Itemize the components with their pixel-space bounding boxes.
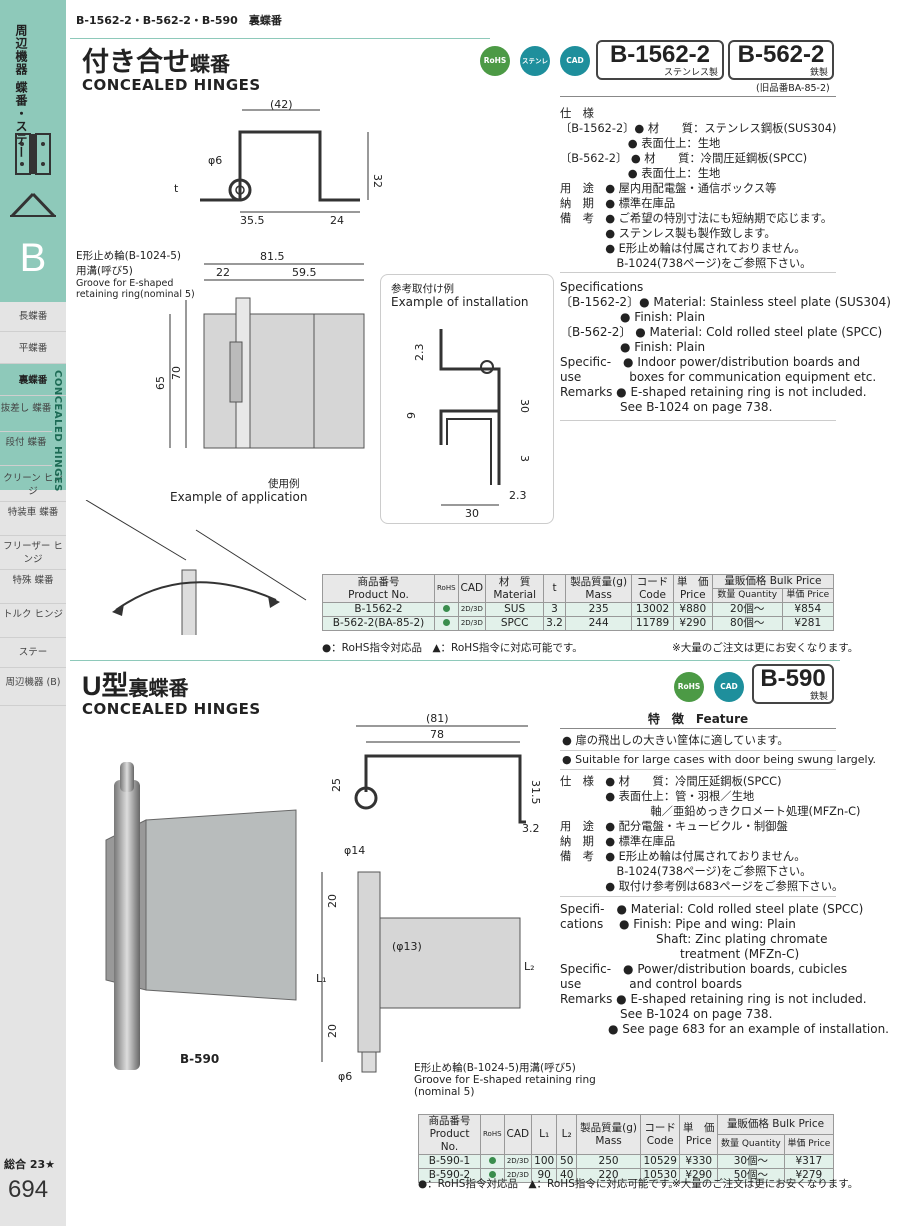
feature-en: ● Suitable for large cases with door bei… [562,753,877,766]
sidebar-category: 周辺機器 蝶番・ステー [14,24,28,160]
svg-text:3.2: 3.2 [522,822,540,834]
sidebar-active-highlight [0,364,66,490]
feature-jp: ● 扉の飛出しの大きい筐体に適しています。 [562,734,789,747]
sidebar-vertical-label: CONCEALED HINGES [52,370,63,492]
sidebar-item[interactable]: トルク ヒンジ [0,608,66,638]
svg-text:32: 32 [371,174,384,188]
section2-title: U型裏蝶番 [82,671,189,701]
spec-jp-2: 仕 様 ● 材 質：冷間圧延鋼板(SPCC) ● 表面仕上：管・羽根／生地 軸／… [560,775,861,893]
svg-text:35.5: 35.5 [240,214,265,225]
old-code: (旧品番BA-85-2) [756,83,830,94]
table-note-right-2: ※大量のご注文は更にお安くなります。 [672,1178,859,1190]
svg-text:24: 24 [330,214,344,225]
svg-text:3: 3 [518,455,531,462]
application-example: 使用例 Example of application [76,470,316,635]
table-note-left: ●：RoHS指令対応品 ▲：RoHS指令に対応可能です。 [322,642,583,654]
rohs-badge: RoHS [480,46,510,76]
cad-badge[interactable]: CAD [560,46,590,76]
u-hinge-top-drawing: (81) 78 25 31.5 3.2 [330,712,542,834]
product-code-box: B-590 鉄製 [752,664,834,704]
table-note-right: ※大量のご注文は更にお安くなります。 [672,642,859,654]
page-title: 付き合せ蝶番 [82,47,230,77]
ring-groove-label-2-en: Groove for E-shaped retaining ring(nomin… [414,1074,596,1098]
hinge-front-view-drawing: 81.5 22 59.5 65 70 [154,250,365,449]
stainless-badge: ステンレス [520,46,550,95]
section-letter: B [19,236,47,280]
svg-text:59.5: 59.5 [292,266,317,279]
svg-text:φ6: φ6 [338,1070,352,1082]
svg-text:25: 25 [330,778,343,792]
hinge-icon [15,133,51,175]
svg-text:78: 78 [430,728,444,741]
product-photo [105,762,297,1070]
u-hinge-front-drawing: φ14 20 (φ13) L₁ L₂ 20 φ6 [316,844,535,1082]
sidebar-item[interactable]: 平蝶番 [0,342,66,364]
rohs-badge: RoHS [674,672,704,702]
spec-en-1: Specifications 〔B-1562-2〕● Material: Sta… [560,280,891,414]
sidebar: 周辺機器 蝶番・ステー B 長蝶番 平蝶番 裏蝶番 抜差し 蝶番 段付 蝶番 ク… [0,0,66,1226]
sidebar-item-active[interactable]: 裏蝶番 [0,374,66,396]
svg-text:t: t [174,182,179,195]
svg-text:(φ13): (φ13) [392,940,422,953]
svg-text:φ6: φ6 [208,154,222,167]
installation-drawing: 2.3 30 9 3 2.3 30 [405,329,531,520]
section2-subtitle: CONCEALED HINGES [82,700,261,718]
svg-text:(42): (42) [270,100,293,111]
svg-text:22: 22 [216,266,230,279]
sidebar-item[interactable]: 特殊 蝶番 [0,574,66,604]
col-cad: CAD [457,574,487,603]
sidebar-item[interactable]: クリーン ヒンジ [0,472,66,502]
breadcrumb: B-1562-2・B-562-2・B-590 裏蝶番 [76,14,282,27]
sidebar-item[interactable]: 抜差し 蝶番 [0,402,52,432]
table-note-left-2: ●：RoHS指令対応品 ▲：RoHS指令に対応可能です。 [418,1178,679,1190]
sidebar-item[interactable]: 長蝶番 [0,310,66,332]
spec-en-2: Specifi- ● Material: Cold rolled steel p… [560,902,889,1036]
page-subtitle: CONCEALED HINGES [82,76,261,94]
sidebar-item[interactable]: 周辺機器 (B) [0,676,66,706]
photo-label: B-590 [180,1052,220,1066]
svg-text:20: 20 [326,1024,339,1038]
svg-text:2.3: 2.3 [509,489,527,502]
svg-text:30: 30 [518,399,531,413]
sidebar-header: 周辺機器 蝶番・ステー B [0,0,66,302]
svg-text:20: 20 [326,894,339,908]
cad-badge[interactable]: CAD [714,672,744,702]
svg-text:9: 9 [405,412,418,419]
svg-text:30: 30 [465,507,479,520]
svg-text:81.5: 81.5 [260,250,285,263]
svg-text:31.5: 31.5 [529,780,542,805]
svg-text:φ14: φ14 [344,844,365,857]
ring-groove-label: E形止め輪(B-1024-5)用溝(呼び5) [76,250,182,277]
svg-text:(81): (81) [426,712,449,725]
page-number: 694 [8,1176,49,1203]
svg-text:L₂: L₂ [524,960,535,973]
sidebar-item[interactable]: ステー [0,646,66,668]
catalog-total: 総合 23★ [4,1158,55,1171]
svg-text:2.3: 2.3 [413,344,426,362]
sidebar-item[interactable]: 段付 蝶番 [0,436,52,466]
installation-example-box: 参考取付け例 Example of installation 2.3 30 9 … [380,274,554,524]
spec-jp-1: 仕 様 〔B-1562-2〕● 材 質：ステンレス鋼板(SUS304) ● 表面… [560,107,837,270]
feature-title: 特 徴 Feature [647,712,749,726]
svg-text:70: 70 [170,366,183,380]
application-drawing [85,500,307,635]
svg-text:65: 65 [154,376,167,390]
sidebar-item[interactable]: 特装車 蝶番 [0,506,66,536]
hinge-top-view-drawing: (42) φ6 t 32 35.5 24 [174,100,384,225]
ring-groove-label-2: E形止め輪(B-1024-5)用溝(呼び5) [414,1062,576,1074]
product-code-box: B-562-2 鉄製 [728,40,834,80]
stay-icon [10,192,56,218]
sidebar-item[interactable]: フリーザー ヒンジ [0,540,66,570]
product-code-box: B-1562-2 ステンレス製 [596,40,724,80]
svg-text:L₁: L₁ [316,972,327,985]
